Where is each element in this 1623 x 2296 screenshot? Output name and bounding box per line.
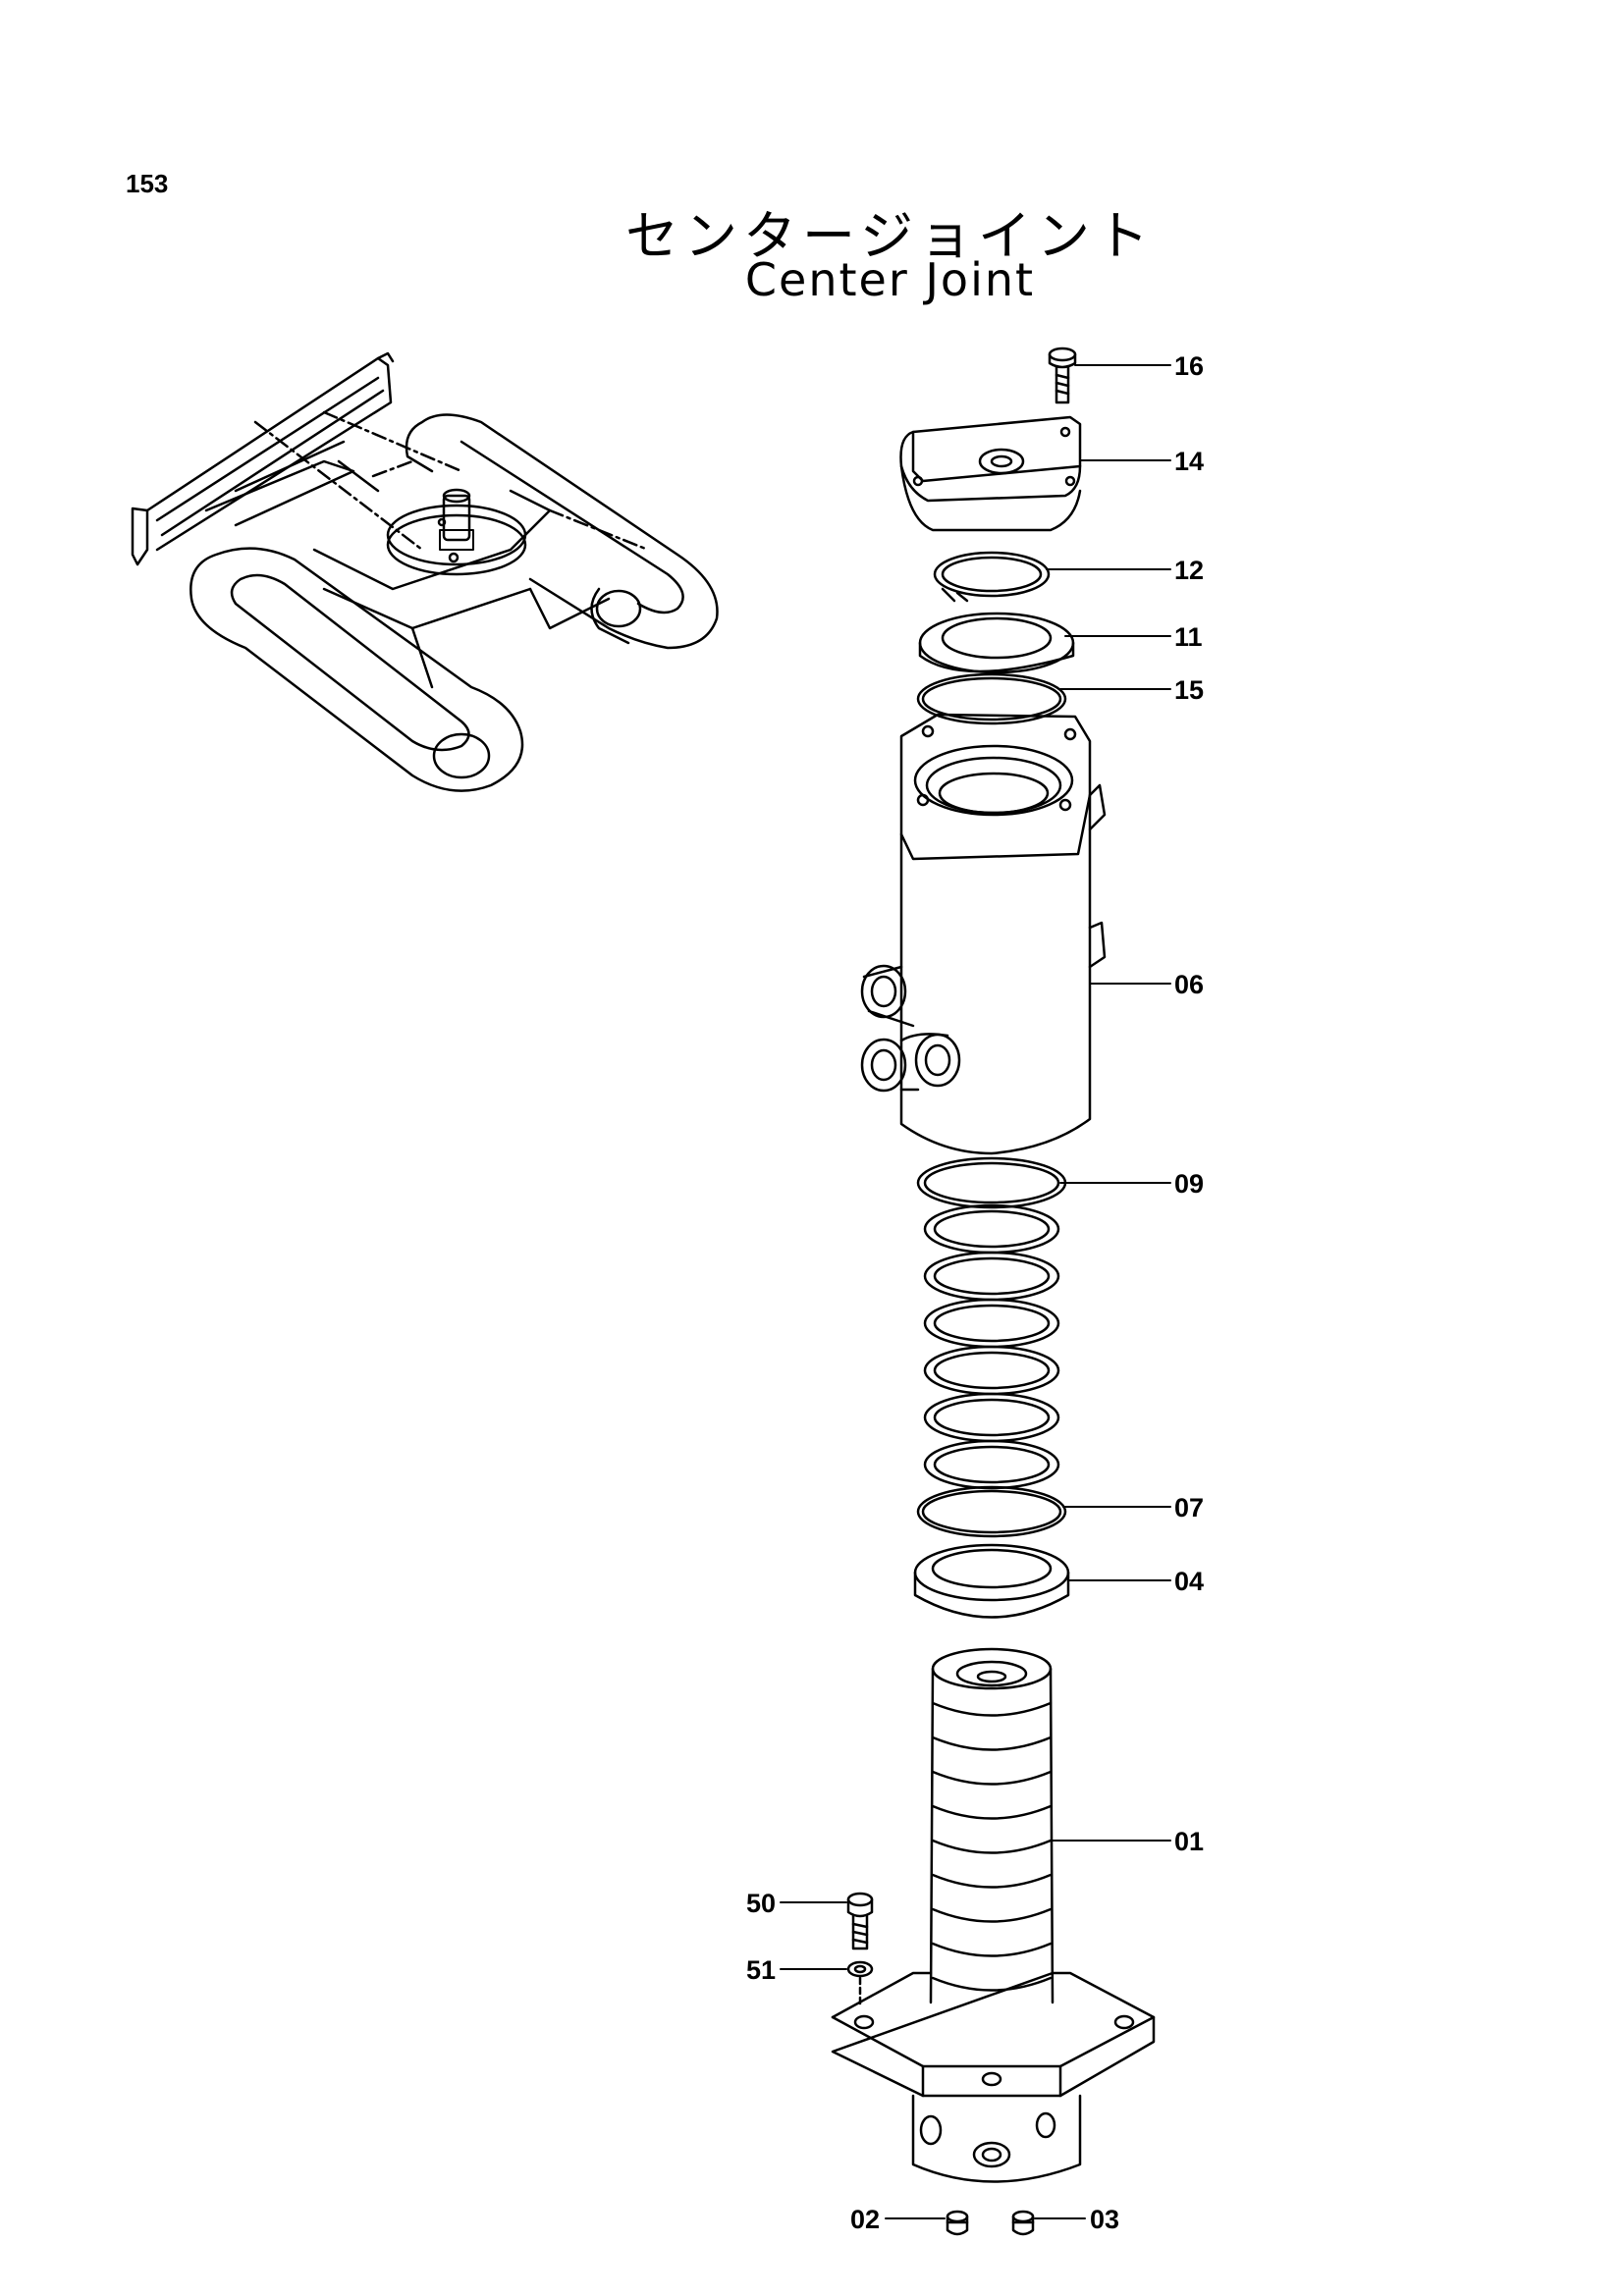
callout-06: 06 — [1174, 970, 1204, 999]
part-15-o-ring — [916, 672, 1067, 725]
callout-labels: 16 14 12 11 15 06 09 07 04 01 50 51 02 0… — [746, 351, 1204, 2234]
callout-11: 11 — [1174, 622, 1203, 652]
page-number: 153 — [126, 169, 169, 198]
page-title-english: Center Joint — [744, 253, 1036, 306]
callout-12: 12 — [1174, 556, 1204, 585]
callout-15: 15 — [1174, 675, 1204, 705]
callout-04: 04 — [1174, 1567, 1204, 1596]
callout-16: 16 — [1174, 351, 1204, 381]
page-title-japanese: センタージョイント — [625, 205, 1155, 267]
part-06-body — [860, 713, 1107, 1155]
leader-lines — [780, 364, 1171, 2219]
callout-03: 03 — [1090, 2205, 1119, 2234]
callout-07: 07 — [1174, 1493, 1204, 1522]
undercarriage-overview-illustration — [131, 351, 719, 792]
callout-51: 51 — [746, 1955, 776, 1985]
part-03-plug — [1011, 2210, 1035, 2236]
callout-50: 50 — [746, 1889, 776, 1918]
part-02-plug — [946, 2210, 969, 2236]
part-07-o-ring — [916, 1485, 1067, 1538]
part-14-cover — [899, 415, 1082, 532]
callout-09: 09 — [1174, 1169, 1204, 1199]
callout-14: 14 — [1174, 447, 1204, 476]
part-04-thrust-plate — [913, 1543, 1070, 1619]
part-51-washer — [846, 1960, 874, 2009]
part-50-bolt — [846, 1892, 874, 1950]
part-16-bolt — [1048, 347, 1077, 404]
part-12-snap-ring — [933, 551, 1051, 603]
part-01-spindle — [831, 1647, 1156, 2183]
callout-01: 01 — [1174, 1827, 1204, 1856]
callout-02: 02 — [850, 2205, 880, 2234]
part-09-seal-stack — [916, 1156, 1067, 1490]
part-11-ring — [918, 612, 1075, 674]
